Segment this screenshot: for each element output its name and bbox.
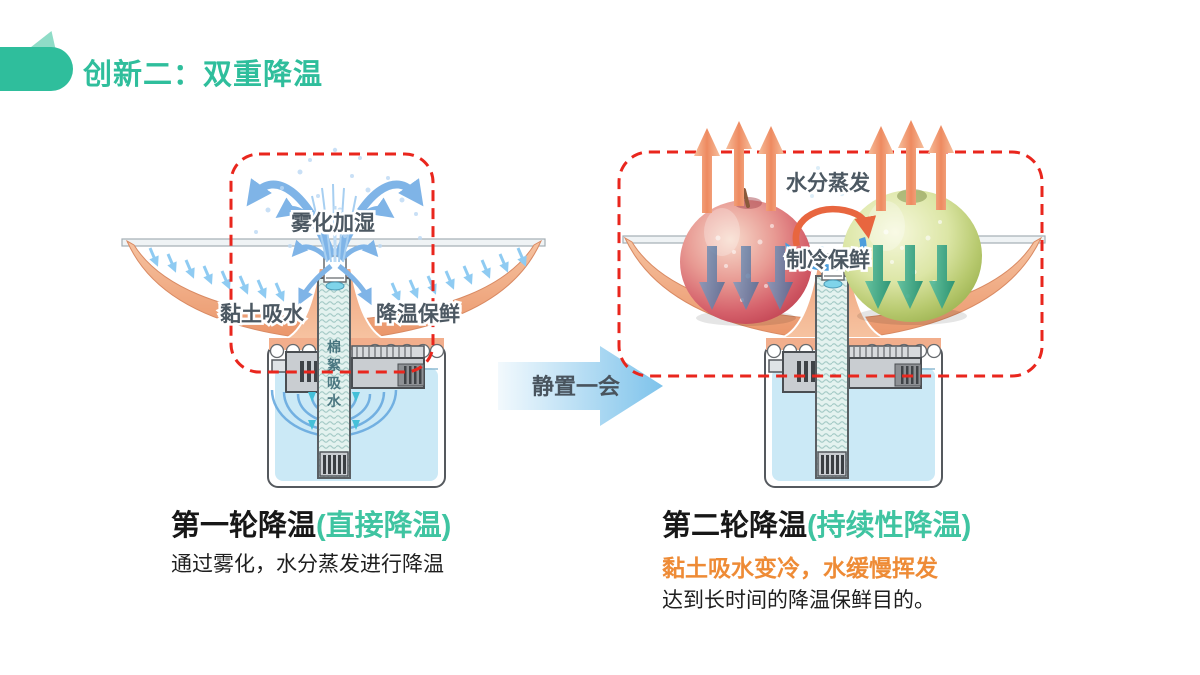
caption-second-cooling: 第二轮降温(持续性降温) 黏土吸水变冷，水缓慢挥发 达到长时间的降温保鲜目的。 <box>662 509 971 614</box>
caption-title-note: (直接降温) <box>316 510 452 542</box>
caption-title-note: (持续性降温) <box>807 510 972 542</box>
wick-text-char: 棉 <box>327 339 341 355</box>
dashed-highlight-box-right <box>617 150 1044 378</box>
caption-highlight: 黏土吸水变冷，水缓慢挥发 <box>662 555 938 581</box>
label-clay-absorb: 黏土吸水 <box>220 303 305 326</box>
wick-column: 棉 絮 吸 水 <box>317 277 351 479</box>
clay-airflow-arrows <box>148 247 527 302</box>
left-diagram: 棉 絮 吸 水 <box>121 147 546 488</box>
caption-title: 第一轮降温(直接降温) <box>171 509 451 543</box>
base-unit: 棉 絮 吸 水 <box>267 255 446 488</box>
wick-column <box>815 275 849 479</box>
caption-title-main: 第一轮降温 <box>171 510 317 542</box>
caption-title-main: 第二轮降温 <box>662 510 808 542</box>
base-unit <box>764 253 943 488</box>
label-cool-fresh: 降温保鲜 <box>376 302 460 326</box>
page-title: 创新二：双重降温 <box>83 59 324 91</box>
transition-arrow-label: 静置一会 <box>532 374 620 399</box>
caption-title: 第二轮降温(持续性降温) <box>662 509 971 543</box>
bowl-rim <box>622 235 1046 244</box>
label-mist-humidify: 雾化加湿 <box>291 211 375 235</box>
wick-text-char: 絮 <box>327 357 341 373</box>
mist-dots <box>254 147 422 248</box>
header-accent-pill <box>0 47 73 91</box>
dashed-highlight-box-left <box>229 152 435 374</box>
cool-down-arrows-steel-icon <box>699 246 793 310</box>
mist-dots <box>810 166 852 254</box>
heat-up-arrows-icon <box>694 120 954 213</box>
label-refrigeration-fresh: 制冷保鲜 <box>786 248 870 272</box>
mist-fountain-icon <box>246 178 424 306</box>
cool-down-arrows-teal-icon <box>865 245 955 309</box>
wick-text-char: 水 <box>327 393 342 409</box>
mist-spray-lines <box>311 183 357 263</box>
label-water-evaporation: 水分蒸发 <box>786 171 871 195</box>
caption-description: 通过雾化，水分蒸发进行降温 <box>171 553 444 576</box>
caption-description: 达到长时间的降温保鲜目的。 <box>662 589 935 612</box>
transition-arrow-icon: 静置一会 <box>498 346 663 426</box>
ripple-arrowheads <box>308 392 360 430</box>
caption-first-cooling: 第一轮降温(直接降温) 通过雾化，水分蒸发进行降温 <box>171 509 451 578</box>
right-diagram: 水分蒸发 制冷保鲜 <box>617 120 1046 488</box>
circulation-arrows-icon <box>785 205 877 271</box>
wick-text-char: 吸 <box>327 375 342 391</box>
water-tank <box>772 368 935 481</box>
